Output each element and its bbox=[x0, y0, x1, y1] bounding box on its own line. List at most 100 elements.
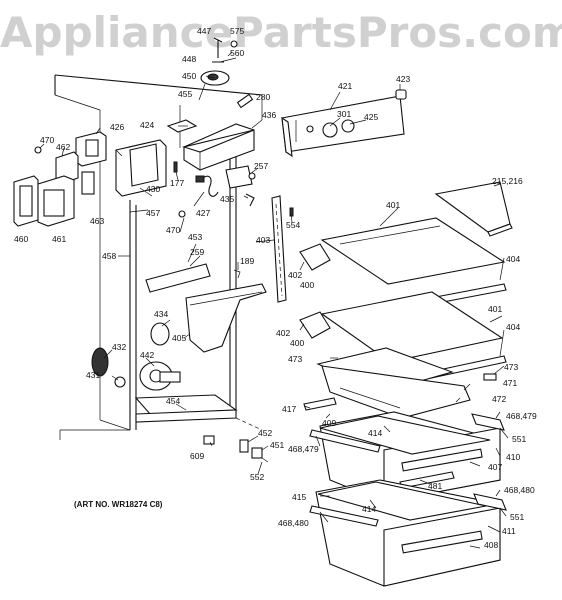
callout-177: 177 bbox=[170, 178, 184, 188]
callout-463: 463 bbox=[90, 216, 104, 226]
knob-463 bbox=[81, 171, 95, 195]
callout-402-mid: 402 bbox=[276, 328, 290, 338]
callout-426: 426 bbox=[110, 122, 124, 132]
bulb-423 bbox=[395, 89, 407, 100]
glass-shelf-401-top bbox=[320, 217, 506, 285]
callout-257: 257 bbox=[254, 161, 268, 171]
light-shield-421 bbox=[281, 95, 405, 158]
pan-cover-472 bbox=[321, 365, 471, 419]
callout-403: 403 bbox=[256, 235, 270, 245]
callout-575: 575 bbox=[230, 26, 244, 36]
callout-470-top: 470 bbox=[40, 135, 54, 145]
callout-468-479-left: 468,479 bbox=[288, 444, 319, 454]
slide-551-top bbox=[471, 413, 505, 431]
callout-400-top: 400 bbox=[300, 280, 314, 290]
callout-424: 424 bbox=[140, 120, 154, 130]
callout-407: 407 bbox=[488, 462, 502, 472]
callout-189: 189 bbox=[240, 256, 254, 266]
callout-415: 415 bbox=[292, 492, 306, 502]
callout-468-480-left: 468,480 bbox=[278, 518, 309, 528]
bracket-402-top bbox=[299, 243, 331, 271]
callout-447: 447 bbox=[197, 26, 211, 36]
callout-450: 450 bbox=[182, 71, 196, 81]
knob-431 bbox=[114, 376, 126, 388]
callout-560: 560 bbox=[230, 48, 244, 58]
control-housing-430 bbox=[115, 139, 167, 197]
callout-462: 462 bbox=[56, 142, 70, 152]
knob-434 bbox=[150, 322, 170, 346]
callout-453: 453 bbox=[188, 232, 202, 242]
screw-470-top bbox=[34, 146, 42, 154]
callout-455: 455 bbox=[178, 89, 192, 99]
roller-471 bbox=[483, 373, 497, 381]
callout-551-top: 551 bbox=[512, 434, 526, 444]
callout-421: 421 bbox=[338, 81, 352, 91]
housing-436 bbox=[181, 123, 255, 171]
callout-431: 431 bbox=[86, 370, 100, 380]
slide-468-479 bbox=[309, 429, 381, 453]
screw-554 bbox=[289, 207, 294, 217]
callout-434: 434 bbox=[154, 309, 168, 319]
thermostat-426 bbox=[75, 131, 107, 167]
callout-461: 461 bbox=[52, 234, 66, 244]
callout-414-top: 414 bbox=[368, 428, 382, 438]
air-duct-405 bbox=[185, 283, 267, 353]
callout-471: 471 bbox=[503, 378, 517, 388]
callout-280: 280 bbox=[256, 92, 270, 102]
door-bin-215 bbox=[434, 181, 513, 237]
callout-417: 417 bbox=[282, 404, 296, 414]
callout-labels: 447 575 560 448 450 455 280 421 423 470 … bbox=[14, 26, 537, 550]
callout-400-mid: 400 bbox=[290, 338, 304, 348]
bracket-402-mid bbox=[299, 311, 331, 339]
bezel-460 bbox=[13, 175, 39, 227]
screw-177 bbox=[173, 161, 178, 173]
screw-552 bbox=[261, 457, 269, 463]
clip-435 bbox=[245, 193, 255, 207]
slide-417 bbox=[303, 397, 337, 411]
slide-551-bottom bbox=[473, 493, 507, 511]
callout-410: 410 bbox=[506, 452, 520, 462]
callout-401-top: 401 bbox=[386, 200, 400, 210]
callout-554: 554 bbox=[286, 220, 300, 230]
callout-259: 259 bbox=[190, 247, 204, 257]
screw-470-mid bbox=[178, 210, 186, 218]
callout-457: 457 bbox=[146, 208, 160, 218]
bracket-451 bbox=[251, 447, 263, 459]
relay-257 bbox=[225, 165, 256, 189]
callout-473-left: 473 bbox=[288, 354, 302, 364]
callout-452: 452 bbox=[258, 428, 272, 438]
drawer-rail-414-top bbox=[319, 415, 491, 455]
callout-451: 451 bbox=[270, 440, 284, 450]
callout-448: 448 bbox=[182, 54, 196, 64]
callout-408: 408 bbox=[484, 540, 498, 550]
thermostat-442 bbox=[139, 361, 181, 391]
shelf-support-403 bbox=[271, 195, 287, 303]
leader-lines bbox=[39, 57, 509, 549]
callout-460: 460 bbox=[14, 234, 28, 244]
callout-430: 430 bbox=[146, 184, 160, 194]
callout-423: 423 bbox=[396, 74, 410, 84]
callout-609: 609 bbox=[190, 451, 204, 461]
callout-425: 425 bbox=[364, 112, 378, 122]
harness-427 bbox=[195, 175, 219, 197]
watermark: AppliancePartsPros.com bbox=[0, 8, 562, 57]
callout-409: 409 bbox=[322, 418, 336, 428]
callout-301: 301 bbox=[337, 109, 351, 119]
art-number: (ART NO. WR18274 C8) bbox=[74, 500, 163, 509]
callout-470-mid: 470 bbox=[166, 225, 180, 235]
callout-473-right: 473 bbox=[504, 362, 518, 372]
damper-control-assembly bbox=[200, 37, 238, 86]
callout-552: 552 bbox=[250, 472, 264, 482]
callout-458: 458 bbox=[102, 251, 116, 261]
callout-468-479-right: 468,479 bbox=[506, 411, 537, 421]
bezel-461 bbox=[37, 175, 75, 227]
callout-468-480-right: 468,480 bbox=[504, 485, 535, 495]
callout-411: 411 bbox=[502, 526, 516, 536]
callout-414-bottom: 414 bbox=[362, 504, 376, 514]
glass-shelf-401-mid bbox=[320, 291, 504, 363]
callout-404-top: 404 bbox=[506, 254, 520, 264]
callout-454: 454 bbox=[166, 396, 180, 406]
callout-435: 435 bbox=[220, 194, 234, 204]
spring-432 bbox=[91, 347, 109, 377]
